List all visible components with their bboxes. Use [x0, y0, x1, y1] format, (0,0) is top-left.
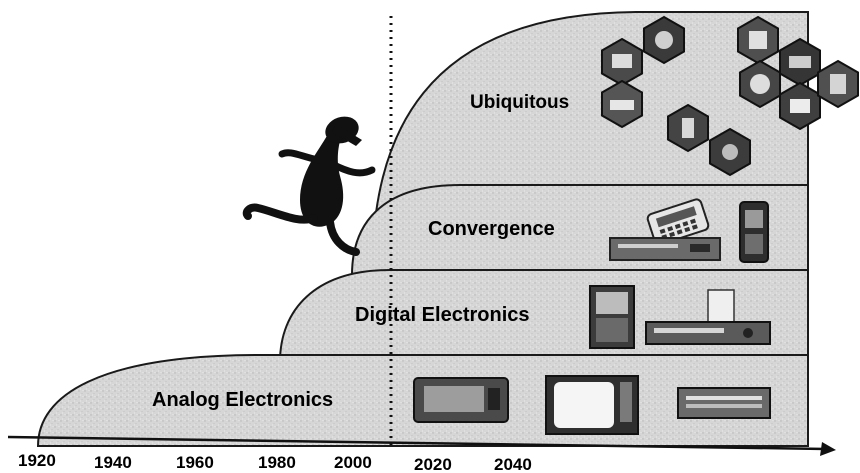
era-label-convergence: Convergence [428, 218, 555, 240]
year-label-1940: 1940 [94, 453, 132, 472]
era-label-ubiquitous: Ubiquitous [470, 92, 569, 113]
vcr-icon [677, 387, 771, 419]
year-label-1980: 1980 [258, 453, 296, 472]
year-label-2000: 2000 [334, 453, 372, 472]
console-tv-icon [589, 285, 635, 349]
year-label-2020: 2020 [414, 455, 452, 473]
set-top-box-icon [609, 237, 721, 261]
year-label-1960: 1960 [176, 453, 214, 472]
era-label-digital: Digital Electronics [355, 304, 530, 326]
era-label-analog: Analog Electronics [152, 389, 333, 411]
hexagon-device-cluster-icon [601, 15, 859, 177]
year-label-1920: 1920 [18, 451, 56, 470]
running-person-icon [242, 116, 376, 256]
year-label-2040: 2040 [494, 455, 532, 473]
television-icon [545, 375, 639, 435]
stereo-system-icon [645, 289, 771, 345]
radio-icon [413, 377, 509, 423]
timeline-axis [7, 435, 836, 456]
phone-icon [739, 201, 769, 263]
